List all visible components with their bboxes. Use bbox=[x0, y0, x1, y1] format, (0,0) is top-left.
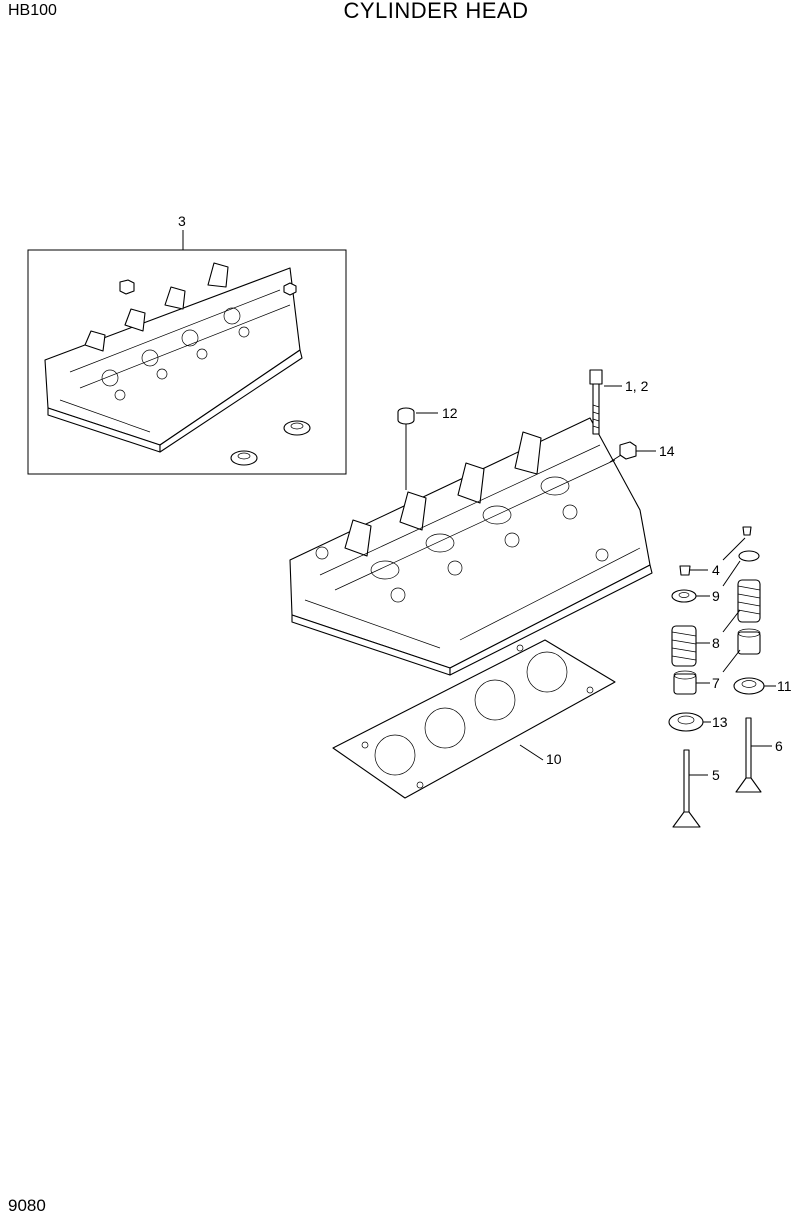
valve-keeper-illustration bbox=[679, 526, 752, 576]
callout-4: 4 bbox=[712, 562, 720, 578]
callout-10: 10 bbox=[546, 751, 562, 767]
head-bolt-illustration bbox=[589, 369, 603, 435]
kit-frame bbox=[27, 249, 347, 475]
callout-3: 3 bbox=[178, 213, 186, 229]
leader-8-b bbox=[722, 609, 741, 633]
cylinder-head-illustration bbox=[289, 417, 653, 676]
page-number: 9080 bbox=[8, 1196, 46, 1215]
valve-spring-illustration bbox=[671, 579, 761, 667]
callout-12: 12 bbox=[442, 405, 458, 421]
page-title: CYLINDER HEAD bbox=[343, 0, 529, 23]
leader-7-b bbox=[722, 649, 741, 673]
callout-11: 11 bbox=[777, 678, 792, 694]
callout-7: 7 bbox=[712, 675, 720, 691]
model-code: HB100 bbox=[8, 2, 57, 19]
leader-14-drop bbox=[609, 454, 622, 463]
head-gasket-illustration bbox=[332, 639, 616, 799]
valve-stem-seal-illustration bbox=[673, 628, 761, 695]
callout-13: 13 bbox=[712, 714, 728, 730]
callout-1-2: 1, 2 bbox=[625, 378, 649, 394]
valve-seat-11-illustration bbox=[733, 677, 765, 695]
callout-5: 5 bbox=[712, 767, 720, 783]
callout-14: 14 bbox=[659, 443, 675, 459]
plug-14-illustration bbox=[619, 441, 637, 460]
callout-6: 6 bbox=[775, 738, 783, 754]
leader-9-b bbox=[722, 560, 741, 587]
valve-seat-13-illustration bbox=[668, 712, 704, 732]
plug-12-illustration bbox=[397, 407, 415, 425]
cylinder-head-kit-illustration bbox=[44, 262, 311, 466]
leader-10 bbox=[519, 744, 544, 761]
callout-9: 9 bbox=[712, 588, 720, 604]
intake-valve-illustration bbox=[672, 749, 701, 828]
leader-4-b bbox=[722, 537, 746, 561]
callout-8: 8 bbox=[712, 635, 720, 651]
exhaust-valve-illustration bbox=[735, 717, 762, 793]
